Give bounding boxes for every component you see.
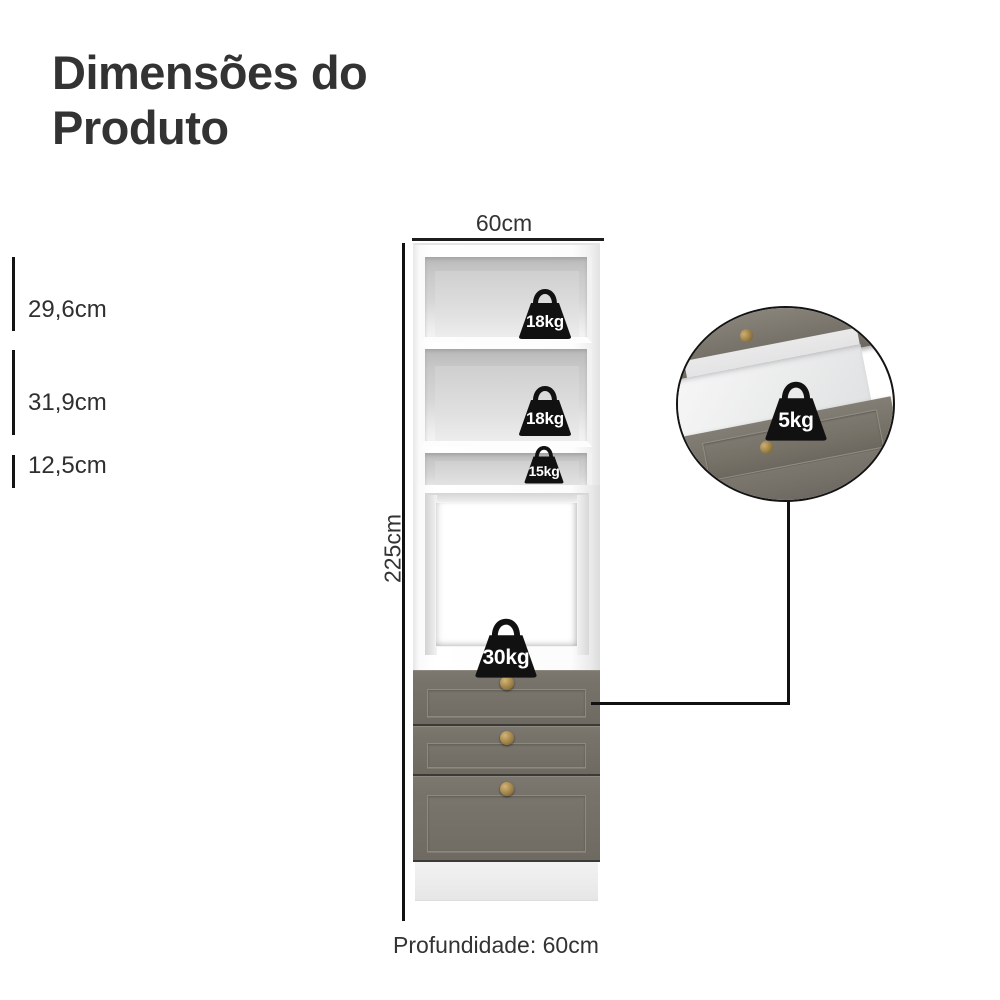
shelf-2-measure-tick: [12, 350, 15, 435]
height-dimension-line: [402, 243, 405, 921]
width-dimension-label: 60cm: [475, 210, 533, 236]
drawer-panel-inset: [427, 689, 586, 717]
shelf-1-measure-tick: [12, 257, 15, 331]
weight-icon-niche: 30kg: [466, 614, 546, 680]
drawer-knob-icon: [499, 782, 514, 796]
top-drawer: [413, 670, 600, 726]
weight-icon-drawer: 5kg: [756, 377, 836, 443]
shelf-3-measure-tick: [12, 455, 15, 488]
niche-top-shadow: [425, 493, 589, 504]
callout-leader-horizontal: [591, 702, 787, 705]
niche-opening: [413, 485, 600, 670]
callout-leader-vertical: [787, 493, 790, 705]
shelf-3-height-label: 12,5cm: [28, 452, 107, 479]
shelf-1-height-label: 29,6cm: [28, 296, 107, 323]
weight-icon-shelf-1: 18kg: [511, 285, 579, 341]
drawer-panel-inset: [427, 743, 586, 768]
middle-drawer: [413, 726, 600, 776]
width-dimension-line: [412, 238, 604, 241]
bottom-drawer: [413, 776, 600, 862]
weight-icon-shelf-3: 15kg: [516, 443, 572, 485]
niche-right-shadow: [577, 495, 589, 655]
rail-knob-icon: [738, 327, 755, 345]
drawer-knob-icon: [499, 731, 514, 745]
page-title: Dimensões do Produto: [52, 46, 368, 155]
weight-icon-shelf-2: 18kg: [511, 382, 579, 438]
niche-left-shadow: [425, 495, 437, 655]
drawer-knob-icon: [499, 676, 514, 690]
shelf-2-height-label: 31,9cm: [28, 389, 107, 416]
cabinet-plinth: [415, 862, 598, 901]
drawer-panel-inset: [427, 795, 586, 852]
depth-caption: Profundidade: 60cm: [393, 932, 599, 958]
height-dimension-label: 225cm: [379, 513, 406, 584]
